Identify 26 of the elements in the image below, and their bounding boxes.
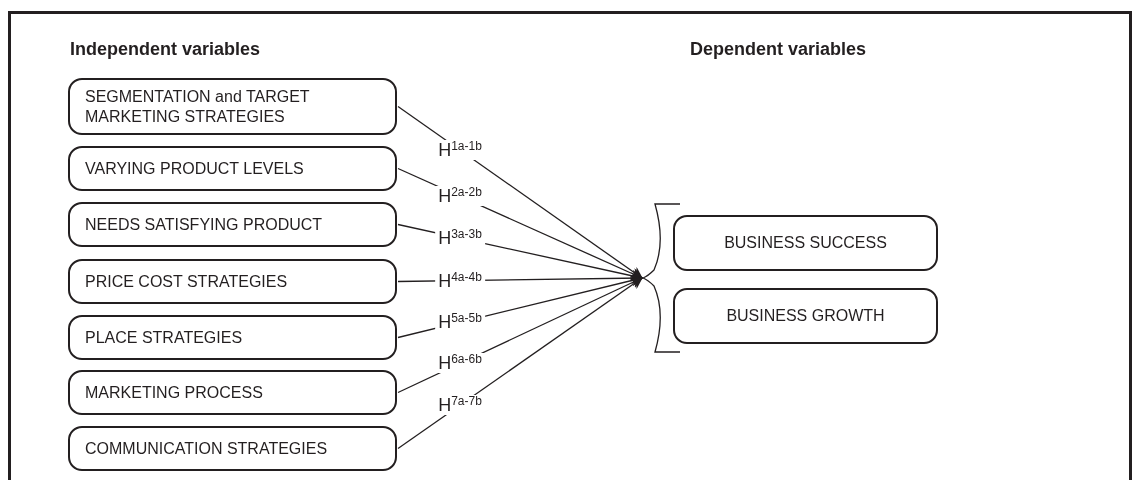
variable-name: BUSINESS SUCCESS	[724, 233, 887, 253]
edge-label: H$^{6a-6b}$	[435, 353, 485, 374]
variable-name: NEEDS SATISFYING PRODUCT	[85, 214, 323, 235]
column-heading: Independent variables	[70, 38, 261, 61]
variable-box	[68, 370, 397, 415]
variable-box	[68, 259, 397, 304]
variable-box	[68, 202, 397, 247]
variable-box	[673, 288, 938, 344]
variable-box	[68, 146, 397, 191]
variable-name: MARKETING PROCESS	[85, 382, 263, 403]
variable-name: PRICE COST STRATEGIES	[85, 271, 288, 292]
edge-label: H$^{5a-5b}$	[435, 312, 485, 333]
arrow	[397, 277, 643, 450]
column-heading: Dependent variables	[690, 38, 867, 61]
variable-box	[68, 78, 397, 135]
curly-bracket	[642, 203, 680, 353]
variable-name: COMMUNICATION STRATEGIES	[85, 438, 328, 459]
variable-name: BUSINESS GROWTH	[726, 306, 885, 326]
arrow	[397, 105, 643, 279]
variable-box	[68, 315, 397, 360]
variable-name: VARYING PRODUCT LEVELS	[85, 158, 304, 179]
variable-box	[68, 426, 397, 471]
variable-name: PLACE STRATEGIES	[85, 327, 243, 348]
edge-label: H$^{2a-2b}$	[435, 186, 485, 207]
variable-box	[673, 215, 938, 271]
variable-name: SEGMENTATION and TARGET MARKETING STRATEGIES	[85, 86, 311, 127]
